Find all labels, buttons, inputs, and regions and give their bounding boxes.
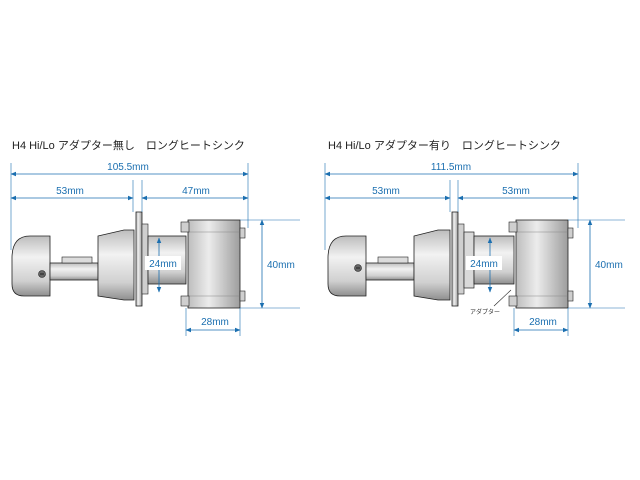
adapter-leader-line	[493, 289, 512, 307]
heatsink-height-label-left: 40mm	[267, 260, 295, 271]
heatsink-right	[515, 219, 569, 309]
mounting-flange-left	[135, 211, 143, 307]
heatsink-left	[187, 219, 241, 309]
bulb-cap-right	[327, 235, 367, 297]
rear-length-label-right: 53mm	[502, 186, 530, 197]
rear-length-label-left: 47mm	[182, 186, 210, 197]
overall-length-label-right: 111.5mm	[431, 162, 471, 173]
bulb-stem-left	[49, 262, 99, 281]
bulb-drawing-left	[11, 211, 246, 309]
front-length-label-left: 53mm	[56, 186, 84, 197]
overall-length-label-left: 105.5mm	[107, 162, 149, 173]
bulb-stem-right	[365, 262, 415, 281]
heatsink-length-label-right: 28mm	[529, 317, 557, 328]
dimension-lines-right	[324, 171, 593, 333]
heatsink-length-label-left: 28mm	[201, 317, 229, 328]
adapter-label: アダプター	[470, 308, 500, 316]
front-length-label-right: 53mm	[372, 186, 400, 197]
bulb-drawing-right	[327, 211, 574, 309]
bulb-neck-left	[97, 229, 135, 301]
flange-diameter-label-right: 24mm	[470, 259, 498, 270]
dimension-lines-left	[10, 171, 265, 333]
bulb-cap-left	[11, 235, 51, 297]
diagram-title-right: H4 Hi/Lo アダプター有り ロングヒートシンク	[328, 140, 561, 152]
bulb-neck-right	[413, 229, 451, 301]
diagram-title-left: H4 Hi/Lo アダプター無し ロングヒートシンク	[12, 140, 245, 152]
flange-diameter-label-left: 24mm	[149, 259, 177, 270]
heatsink-height-label-right: 40mm	[595, 260, 623, 271]
mounting-flange-right	[451, 211, 459, 307]
